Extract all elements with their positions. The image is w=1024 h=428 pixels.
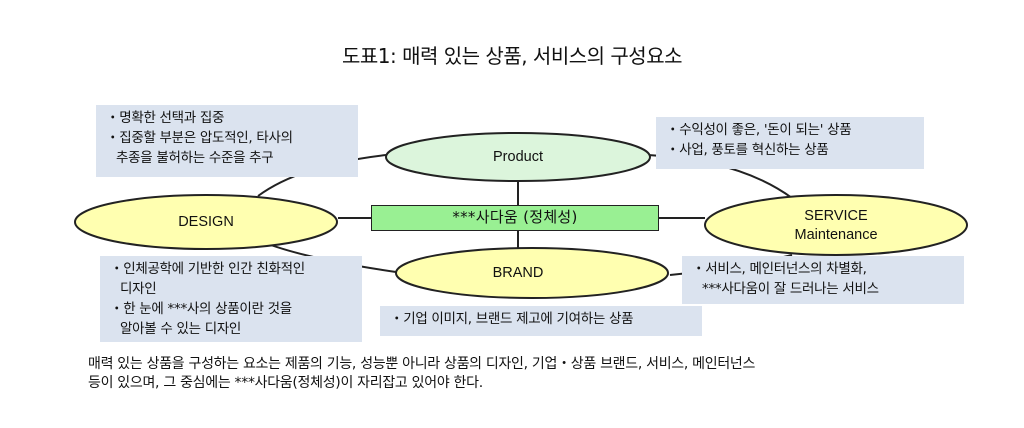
ellipse-product xyxy=(385,132,651,182)
diagram-title: 도표1: 매력 있는 상품, 서비스의 구성요소 xyxy=(341,44,683,68)
box-line: ・인체공학에 기반한 인간 친화적인 xyxy=(110,261,305,277)
service-label: SERVICE Maintenance xyxy=(736,207,936,245)
box-line: ・기업 이미지, 브랜드 제고에 기여하는 상품 xyxy=(390,311,634,327)
box-line: 디자인 xyxy=(120,281,157,297)
design-attributes-box-bottom: ・인체공학에 기반한 인간 친화적인 디자인 ・한 눈에 ***사의 상품이란 … xyxy=(100,256,362,342)
box-line: ・명확한 선택과 집중 xyxy=(106,110,225,126)
box-line: ・수익성이 좋은, '돈이 되는' 상품 xyxy=(666,122,852,138)
box-line: 추종을 불허하는 수준을 추구 xyxy=(116,150,274,166)
box-line: ・서비스, 메인터넌스의 차별화, xyxy=(692,261,867,277)
box-line: ***사다움이 잘 드러나는 서비스 xyxy=(702,281,879,297)
service-attributes-box: ・서비스, 메인터넌스의 차별화, ***사다움이 잘 드러나는 서비스 xyxy=(682,256,964,304)
caption-line: 등이 있으며, 그 중심에는 ***사다움(정체성)이 자리잡고 있어야 한다. xyxy=(88,375,483,391)
brand-attributes-box: ・기업 이미지, 브랜드 제고에 기여하는 상품 xyxy=(380,306,702,336)
box-line: ・집중할 부분은 압도적인, 타사의 xyxy=(106,130,293,146)
ellipse-brand xyxy=(395,247,669,299)
box-line: ・한 눈에 ***사의 상품이란 것을 xyxy=(110,301,292,317)
ellipse-design xyxy=(74,194,338,250)
identity-core-box: ***사다움 (정체성) xyxy=(371,205,659,231)
service-label-line2: Maintenance xyxy=(794,227,878,243)
caption-line: 매력 있는 상품을 구성하는 요소는 제품의 기능, 성능뿐 아니라 상품의 디… xyxy=(88,356,756,372)
service-label-line1: SERVICE xyxy=(804,208,868,224)
design-attributes-box-top: ・명확한 선택과 집중 ・집중할 부분은 압도적인, 타사의 추종을 불허하는 … xyxy=(96,105,358,177)
product-attributes-box: ・수익성이 좋은, '돈이 되는' 상품 ・사업, 풍토를 혁신하는 상품 xyxy=(656,117,924,169)
box-line: 알아볼 수 있는 디자인 xyxy=(120,321,242,337)
ellipse-service xyxy=(704,194,968,256)
caption: 매력 있는 상품을 구성하는 요소는 제품의 기능, 성능뿐 아니라 상품의 디… xyxy=(88,355,988,393)
brand-label: BRAND xyxy=(492,265,544,281)
product-label: Product xyxy=(493,149,543,165)
box-line: ・사업, 풍토를 혁신하는 상품 xyxy=(666,142,829,158)
design-label: DESIGN xyxy=(178,214,234,230)
